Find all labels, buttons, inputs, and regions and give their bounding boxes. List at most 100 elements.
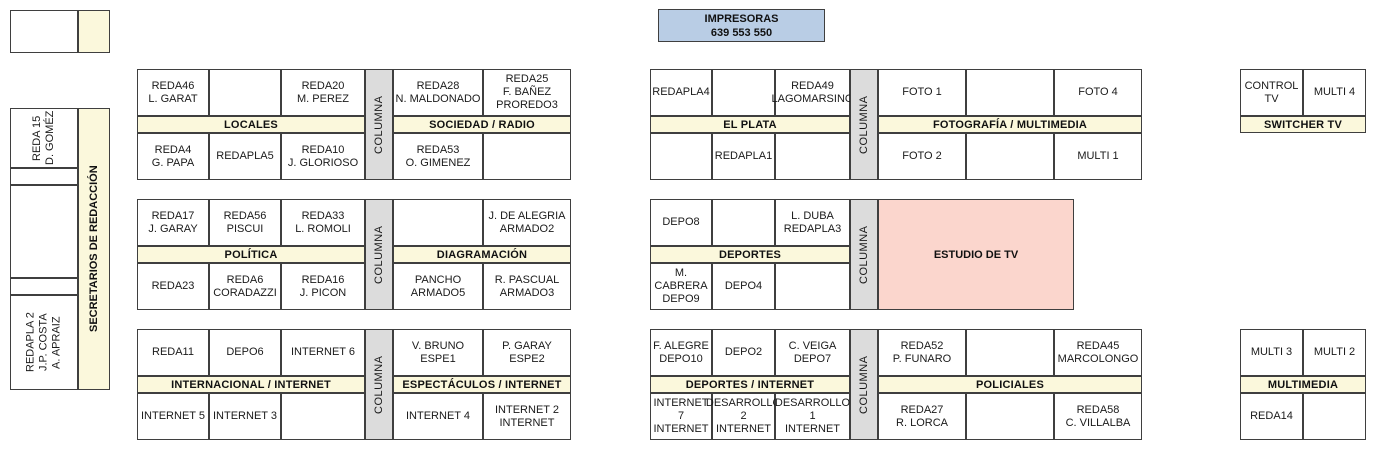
- desk-deportesinternet-policiales-L-bot-1[interactable]: DESARROLLO 2 INTERNET: [706, 393, 781, 440]
- desk-locales-sociedad-L-top-1[interactable]: [209, 69, 281, 116]
- desk-deportesinternet-policiales-R-top-0[interactable]: REDA52 P. FUNARO: [878, 329, 966, 376]
- band-internacional-espectaculos-left: INTERNACIONAL / INTERNET: [137, 376, 365, 393]
- desk-elplata-fotografia-R-bot-1[interactable]: [966, 133, 1054, 180]
- desk-elplata-fotografia-R-top-2[interactable]: FOTO 4: [1054, 69, 1142, 116]
- desk-switcher-tv-top-0[interactable]: CONTROL TV: [1240, 69, 1303, 116]
- desk-deportesinternet-policiales-R-top-2[interactable]: REDA45 MARCOLONGO: [1054, 329, 1142, 376]
- columna-politica-diagramacion: COLUMNA: [365, 199, 393, 310]
- desk-internacional-espectaculos-L-bot-1[interactable]: INTERNET 3: [209, 393, 281, 440]
- desk-deportes-estudio-L-top-2[interactable]: L. DUBA REDAPLA3: [775, 199, 850, 246]
- desk-multimedia-bot-0[interactable]: REDA14: [1240, 393, 1303, 440]
- desk-locales-sociedad-R-top-1[interactable]: REDA25 F. BAÑEZ PROREDO3: [483, 69, 571, 116]
- desk-internacional-espectaculos-L-top-1[interactable]: DEPO6: [209, 329, 281, 376]
- band-internacional-espectaculos-right: ESPECTÁCULOS / INTERNET: [393, 376, 571, 393]
- desk-deportesinternet-policiales-L-top-0[interactable]: F. ALEGRE DEPO10: [650, 329, 712, 376]
- desk-politica-diagramacion-L-bot-1[interactable]: REDA6 CORADAZZI: [209, 263, 281, 310]
- desk-deportes-estudio-L-top-1[interactable]: [712, 199, 775, 246]
- desk-elplata-fotografia-L-top-0[interactable]: REDAPLA4: [650, 69, 712, 116]
- desk-locales-sociedad-R-bot-0[interactable]: REDA53 O. GIMENEZ: [393, 133, 483, 180]
- desk-internacional-espectaculos-L-top-2[interactable]: INTERNET 6: [281, 329, 365, 376]
- desk-locales-sociedad-R-bot-1[interactable]: [483, 133, 571, 180]
- sidebar-top-box: [10, 10, 110, 53]
- desk-politica-diagramacion-L-bot-0[interactable]: REDA23: [137, 263, 209, 310]
- desk-deportesinternet-policiales-R-top-1[interactable]: [966, 329, 1054, 376]
- printers-numbers: 639 553 550: [710, 26, 773, 39]
- sidebar-label: SECRETARIOS DE REDACCIÓN: [78, 108, 110, 390]
- sidebar-cell-3[interactable]: [10, 278, 78, 295]
- columna-elplata-fotografia: COLUMNA: [850, 69, 878, 180]
- desk-deportes-estudio-L-bot-1[interactable]: DEPO4: [712, 263, 775, 310]
- desk-locales-sociedad-L-top-2[interactable]: REDA20 M. PEREZ: [281, 69, 365, 116]
- sidebar-top-strip: [78, 10, 110, 53]
- desk-internacional-espectaculos-L-bot-0[interactable]: INTERNET 5: [137, 393, 209, 440]
- sidebar-cell-4[interactable]: REDAPLA 2 J.P. COSTA A. APRAIZ: [10, 295, 78, 390]
- desk-multimedia-bot-1[interactable]: [1303, 393, 1366, 440]
- desk-politica-diagramacion-R-top-0[interactable]: [393, 199, 483, 246]
- printers-title: IMPRESORAS: [704, 12, 779, 25]
- desk-internacional-espectaculos-R-bot-1[interactable]: INTERNET 2 INTERNET: [483, 393, 571, 440]
- band-elplata-fotografia-right: FOTOGRAFÍA / MULTIMEDIA: [878, 116, 1142, 133]
- desk-deportes-estudio-L-top-0[interactable]: DEPO8: [650, 199, 712, 246]
- desk-politica-diagramacion-R-top-1[interactable]: J. DE ALEGRIA ARMADO2: [483, 199, 571, 246]
- desk-politica-diagramacion-R-bot-1[interactable]: R. PASCUAL ARMADO3: [483, 263, 571, 310]
- band-deportesinternet-policiales-left: DEPORTES / INTERNET: [650, 376, 850, 393]
- desk-deportesinternet-policiales-R-bot-0[interactable]: REDA27 R. LORCA: [878, 393, 966, 440]
- desk-politica-diagramacion-R-bot-0[interactable]: PANCHO ARMADO5: [393, 263, 483, 310]
- desk-deportesinternet-policiales-R-bot-2[interactable]: REDA58 C. VILLALBA: [1054, 393, 1142, 440]
- sidebar-top-desk[interactable]: [10, 10, 78, 53]
- desk-elplata-fotografia-L-bot-0[interactable]: [650, 133, 712, 180]
- desk-elplata-fotografia-R-bot-0[interactable]: FOTO 2: [878, 133, 966, 180]
- desk-locales-sociedad-L-top-0[interactable]: REDA46 L. GARAT: [137, 69, 209, 116]
- desk-switcher-tv-top-1[interactable]: MULTI 4: [1303, 69, 1366, 116]
- desk-internacional-espectaculos-L-top-0[interactable]: REDA11: [137, 329, 209, 376]
- desk-elplata-fotografia-R-top-1[interactable]: [966, 69, 1054, 116]
- columna-deportes-estudio: COLUMNA: [850, 199, 878, 310]
- desk-elplata-fotografia-L-bot-2[interactable]: [775, 133, 850, 180]
- desk-politica-diagramacion-L-top-2[interactable]: REDA33 L. ROMOLI: [281, 199, 365, 246]
- desk-politica-diagramacion-L-top-0[interactable]: REDA17 J. GARAY: [137, 199, 209, 246]
- studio-tv[interactable]: ESTUDIO DE TV: [878, 199, 1074, 310]
- desk-deportesinternet-policiales-R-bot-1[interactable]: [966, 393, 1054, 440]
- desk-multimedia-top-1[interactable]: MULTI 2: [1303, 329, 1366, 376]
- desk-locales-sociedad-L-bot-2[interactable]: REDA10 J. GLORIOSO: [281, 133, 365, 180]
- desk-deportesinternet-policiales-L-bot-2[interactable]: DESARROLLO 1 INTERNET: [775, 393, 850, 440]
- desk-internacional-espectaculos-R-top-1[interactable]: P. GARAY ESPE2: [483, 329, 571, 376]
- desk-elplata-fotografia-R-bot-2[interactable]: MULTI 1: [1054, 133, 1142, 180]
- columna-locales-sociedad: COLUMNA: [365, 69, 393, 180]
- desk-internacional-espectaculos-R-bot-0[interactable]: INTERNET 4: [393, 393, 483, 440]
- desk-elplata-fotografia-R-top-0[interactable]: FOTO 1: [878, 69, 966, 116]
- desk-politica-diagramacion-L-bot-2[interactable]: REDA16 J. PICON: [281, 263, 365, 310]
- sidebar-cell-2[interactable]: [10, 185, 78, 278]
- desk-multimedia-top-0[interactable]: MULTI 3: [1240, 329, 1303, 376]
- desk-deportesinternet-policiales-L-top-2[interactable]: C. VEIGA DEPO7: [775, 329, 850, 376]
- sidebar-cell-0[interactable]: REDA 15 D. GOMÉZ: [10, 108, 78, 168]
- desk-elplata-fotografia-L-top-1[interactable]: [712, 69, 775, 116]
- desk-locales-sociedad-L-bot-0[interactable]: REDA4 G. PAPA: [137, 133, 209, 180]
- desk-internacional-espectaculos-R-top-0[interactable]: V. BRUNO ESPE1: [393, 329, 483, 376]
- desk-deportesinternet-policiales-L-bot-0[interactable]: INTERNET 7 INTERNET: [650, 393, 712, 440]
- desk-deportesinternet-policiales-L-top-1[interactable]: DEPO2: [712, 329, 775, 376]
- sidebar-cell-1[interactable]: [10, 168, 78, 185]
- desk-deportes-estudio-L-bot-0[interactable]: M. CABRERA DEPO9: [650, 263, 712, 310]
- desk-locales-sociedad-L-bot-1[interactable]: REDAPLA5: [209, 133, 281, 180]
- desk-politica-diagramacion-L-top-1[interactable]: REDA56 PISCUI: [209, 199, 281, 246]
- desk-elplata-fotografia-L-top-2[interactable]: REDA49 LAGOMARSINO: [772, 69, 853, 116]
- desk-elplata-fotografia-L-bot-1[interactable]: REDAPLA1: [712, 133, 775, 180]
- desk-deportes-estudio-L-bot-2[interactable]: [775, 263, 850, 310]
- desk-locales-sociedad-R-top-0[interactable]: REDA28 N. MALDONADO: [393, 69, 483, 116]
- desk-internacional-espectaculos-L-bot-2[interactable]: [281, 393, 365, 440]
